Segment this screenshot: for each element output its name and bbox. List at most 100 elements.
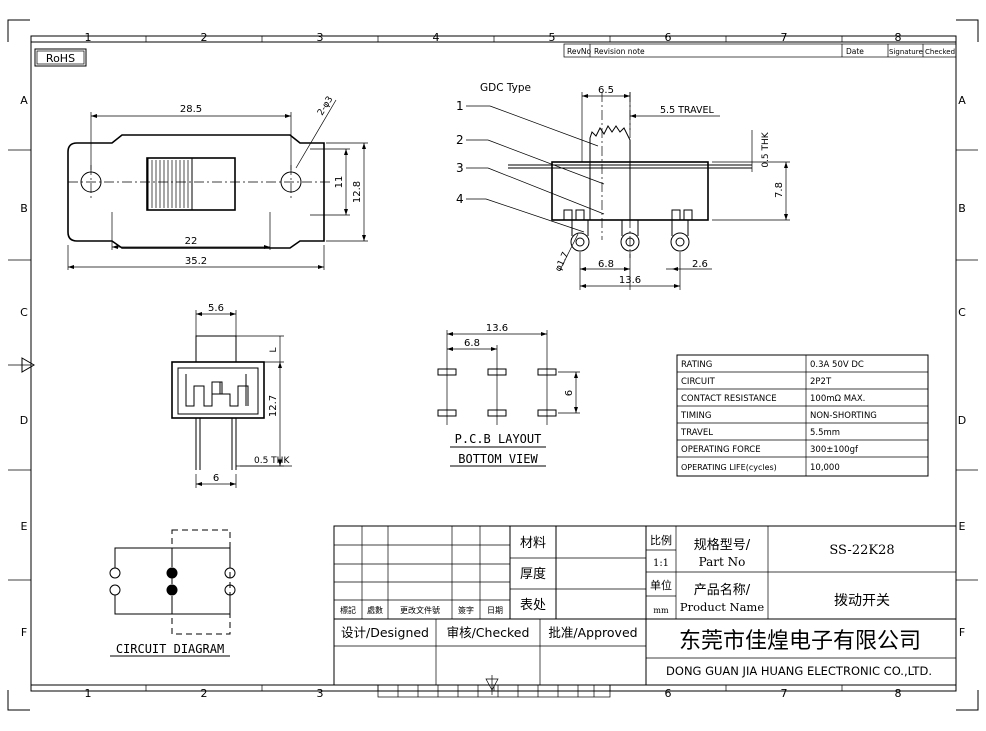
- svg-text:35.2: 35.2: [185, 256, 207, 267]
- svg-text:拨动开关: 拨动开关: [834, 593, 890, 609]
- svg-text:RevNo: RevNo: [567, 47, 592, 56]
- top-view: 28.5 2-φ3 22 35.2 11 12.8: [67, 95, 368, 270]
- svg-text:φ1.7: φ1.7: [554, 251, 572, 274]
- svg-text:6: 6: [213, 473, 219, 484]
- svg-text:厚度: 厚度: [520, 566, 546, 582]
- svg-text:F: F: [959, 626, 965, 639]
- svg-text:2: 2: [201, 687, 208, 700]
- svg-text:CIRCUIT DIAGRAM: CIRCUIT DIAGRAM: [116, 642, 224, 656]
- svg-text:B: B: [20, 202, 28, 215]
- svg-text:標記: 標記: [340, 605, 356, 615]
- svg-text:E: E: [21, 520, 28, 533]
- svg-text:8: 8: [895, 31, 902, 44]
- svg-text:D: D: [958, 414, 966, 427]
- pcb-layout: 13.6 6.8 6 P.C.B LAYOUT BOTTOM VIEW: [437, 323, 580, 467]
- svg-text:比例: 比例: [650, 533, 672, 547]
- svg-text:OPERATING FORCE: OPERATING FORCE: [681, 445, 761, 455]
- svg-text:0.3A 50V DC: 0.3A 50V DC: [810, 360, 864, 370]
- svg-text:B: B: [958, 202, 966, 215]
- svg-text:NON-SHORTING: NON-SHORTING: [810, 411, 877, 421]
- svg-text:产品名称/: 产品名称/: [694, 582, 751, 598]
- svg-text:1:1: 1:1: [653, 558, 669, 569]
- svg-text:规格型号/: 规格型号/: [694, 537, 751, 553]
- svg-text:C: C: [20, 306, 28, 319]
- svg-text:P.C.B LAYOUT: P.C.B LAYOUT: [455, 432, 542, 446]
- svg-text:6.5: 6.5: [598, 85, 614, 96]
- svg-text:12.8: 12.8: [352, 181, 363, 203]
- svg-text:Checked: Checked: [925, 48, 955, 56]
- spec-table: RATING 0.3A 50V DC CIRCUIT 2P2T CONTACT …: [676, 354, 929, 477]
- svg-text:3: 3: [456, 161, 464, 175]
- svg-text:處數: 處數: [367, 605, 383, 615]
- svg-text:6: 6: [564, 390, 575, 396]
- svg-text:2: 2: [201, 31, 208, 44]
- svg-text:Product Name: Product Name: [680, 600, 764, 614]
- svg-text:设计/Designed: 设计/Designed: [341, 625, 429, 640]
- svg-text:1: 1: [85, 31, 92, 44]
- svg-text:3: 3: [317, 31, 324, 44]
- svg-text:材料: 材料: [520, 536, 546, 551]
- svg-text:4: 4: [456, 192, 464, 206]
- svg-text:22: 22: [185, 236, 198, 247]
- svg-text:0.5 THK: 0.5 THK: [254, 456, 290, 466]
- svg-text:6: 6: [665, 687, 672, 700]
- svg-text:5.5 TRAVEL: 5.5 TRAVEL: [660, 105, 715, 116]
- svg-text:6.8: 6.8: [598, 259, 614, 270]
- svg-text:L: L: [269, 347, 279, 352]
- svg-text:11: 11: [334, 176, 345, 189]
- svg-text:RATING: RATING: [681, 360, 712, 370]
- svg-text:CONTACT RESISTANCE: CONTACT RESISTANCE: [681, 394, 777, 404]
- svg-text:F: F: [21, 626, 27, 639]
- svg-text:7: 7: [781, 31, 788, 44]
- svg-text:E: E: [959, 520, 966, 533]
- svg-text:6: 6: [665, 31, 672, 44]
- svg-text:Signature: Signature: [889, 48, 923, 56]
- revision-header: RevNo Revision note Date Signature Check…: [563, 43, 957, 58]
- svg-text:A: A: [958, 94, 966, 107]
- svg-text:CIRCUIT: CIRCUIT: [681, 377, 716, 387]
- svg-text:RoHS: RoHS: [46, 52, 75, 65]
- svg-text:BOTTOM VIEW: BOTTOM VIEW: [458, 452, 538, 466]
- svg-text:表处: 表处: [520, 598, 546, 613]
- svg-text:5.5mm: 5.5mm: [810, 428, 840, 438]
- svg-text:OPERATING LIFE(cycles): OPERATING LIFE(cycles): [681, 463, 777, 472]
- svg-text:C: C: [958, 306, 966, 319]
- svg-text:审核/Checked: 审核/Checked: [447, 625, 530, 640]
- svg-text:SS-22K28: SS-22K28: [829, 543, 894, 558]
- svg-text:0.5 THK: 0.5 THK: [761, 131, 771, 167]
- svg-text:mm: mm: [653, 606, 669, 615]
- column-labels: 1 2 3 4 5 6 7 8 1 2 3 6 7 8: [85, 31, 902, 700]
- svg-text:更改文件號: 更改文件號: [400, 605, 440, 615]
- svg-text:TRAVEL: TRAVEL: [680, 428, 713, 438]
- svg-text:东莞市佳煌电子有限公司: 东莞市佳煌电子有限公司: [679, 629, 921, 654]
- svg-text:GDC Type: GDC Type: [480, 82, 531, 94]
- svg-text:7: 7: [781, 687, 788, 700]
- svg-text:2.6: 2.6: [692, 259, 708, 270]
- svg-text:7.8: 7.8: [774, 182, 785, 198]
- bottom-ruler: [377, 675, 611, 698]
- end-view: 5.6 L 12.7 0.5 THK 6: [171, 303, 292, 488]
- title-block: 標記 處數 更改文件號 簽字 日期 材料 厚度 表处 比例 1:1 单位 mm …: [333, 525, 957, 686]
- svg-text:8: 8: [895, 687, 902, 700]
- svg-text:A: A: [20, 94, 28, 107]
- svg-text:10,000: 10,000: [810, 463, 840, 473]
- svg-text:2: 2: [456, 133, 464, 147]
- svg-text:100mΩ MAX.: 100mΩ MAX.: [810, 394, 865, 404]
- svg-text:13.6: 13.6: [486, 323, 508, 334]
- svg-text:13.6: 13.6: [619, 275, 641, 286]
- svg-text:Revision note: Revision note: [594, 47, 645, 56]
- svg-text:Part No: Part No: [699, 555, 746, 569]
- svg-text:3: 3: [317, 687, 324, 700]
- svg-text:300±100gf: 300±100gf: [810, 445, 859, 455]
- svg-text:DONG GUAN JIA HUANG ELECTRONI: DONG GUAN JIA HUANG ELECTRONIC CO.,LTD.: [666, 664, 932, 678]
- svg-text:D: D: [20, 414, 28, 427]
- svg-text:28.5: 28.5: [180, 104, 202, 115]
- svg-text:4: 4: [433, 31, 440, 44]
- svg-text:12.7: 12.7: [268, 395, 279, 417]
- svg-text:2P2T: 2P2T: [810, 377, 832, 387]
- svg-text:5: 5: [549, 31, 556, 44]
- svg-text:Date: Date: [846, 47, 864, 56]
- svg-text:1: 1: [85, 687, 92, 700]
- row-labels: A B C D E F A B C D E F: [20, 94, 966, 639]
